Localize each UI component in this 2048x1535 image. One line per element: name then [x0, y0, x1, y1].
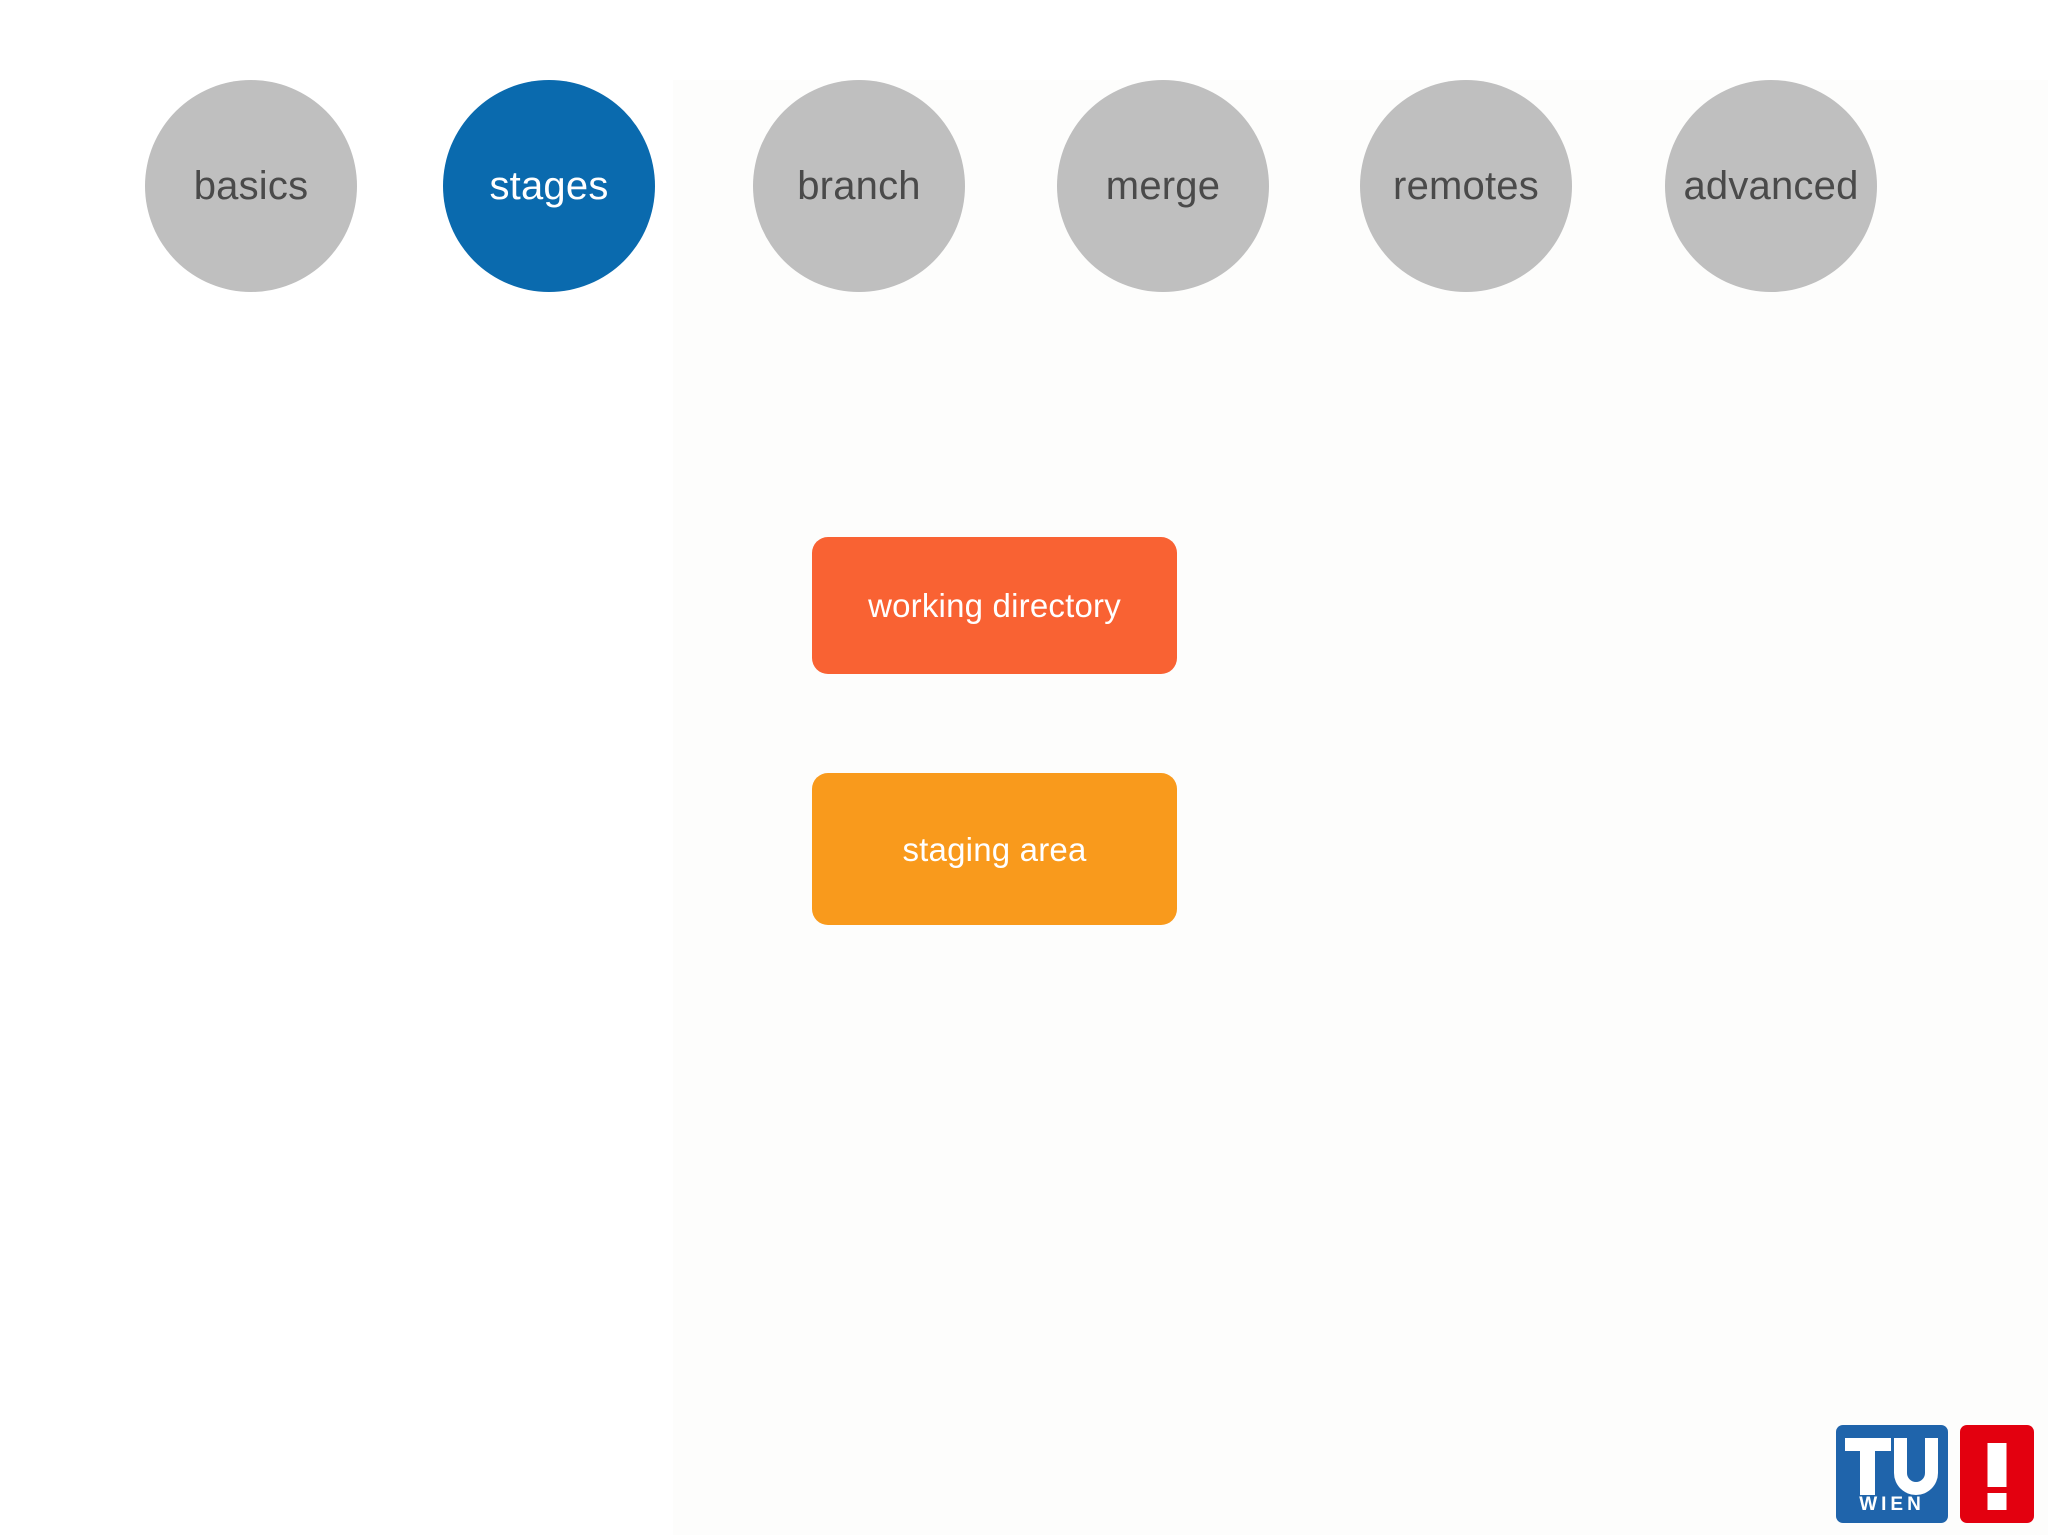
tuwien-logo: WIEN	[1836, 1425, 2034, 1523]
topic-label-advanced: advanced	[1683, 164, 1859, 208]
topic-circle-branch[interactable]: branch	[753, 80, 965, 292]
tu-letter-t-stem-icon	[1860, 1438, 1875, 1495]
exclamation-dot-icon	[1987, 1493, 2007, 1510]
stage-box-working-directory[interactable]: working directory	[812, 537, 1177, 674]
exclamation-stem-icon	[1987, 1443, 2007, 1487]
stage-label-staging-area: staging area	[902, 830, 1087, 868]
tu-letter-u-icon	[1894, 1438, 1938, 1495]
topic-circle-merge[interactable]: merge	[1057, 80, 1269, 292]
topic-circle-basics[interactable]: basics	[145, 80, 357, 292]
topic-label-merge: merge	[1105, 164, 1221, 208]
topic-circle-stages[interactable]: stages	[443, 80, 655, 292]
topic-label-remotes: remotes	[1393, 164, 1539, 208]
topic-nav: basics stages branch merge remotes advan…	[0, 0, 2048, 330]
topic-label-basics: basics	[193, 164, 309, 208]
stage-label-working-directory: working directory	[868, 587, 1121, 624]
topic-circle-advanced[interactable]: advanced	[1665, 80, 1877, 292]
tuwien-blue-mark-icon: WIEN	[1836, 1425, 1948, 1523]
tuwien-exclamation-icon	[1960, 1425, 2034, 1523]
topic-label-branch: branch	[797, 164, 921, 208]
topic-circle-remotes[interactable]: remotes	[1360, 80, 1572, 292]
stage-box-staging-area[interactable]: staging area	[812, 773, 1177, 925]
topic-label-stages: stages	[489, 164, 609, 208]
tuwien-wordmark: WIEN	[1859, 1494, 1925, 1515]
